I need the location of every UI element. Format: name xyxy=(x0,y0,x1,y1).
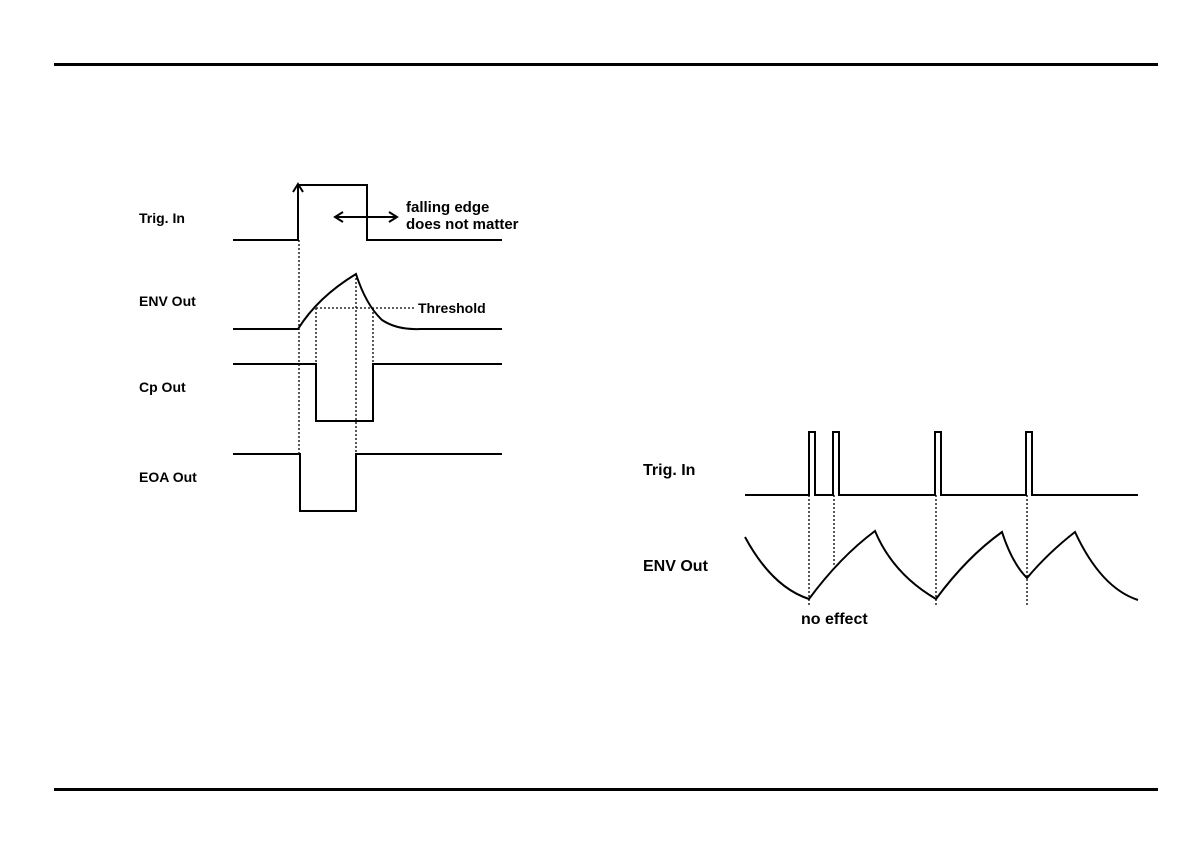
right-env-out-waveform xyxy=(745,531,1138,600)
right-trig-in-label: Trig. In xyxy=(643,463,695,479)
right-env-out-label: ENV Out xyxy=(643,559,708,575)
right-trig-in-waveform xyxy=(745,432,1138,495)
no-effect-label: no effect xyxy=(801,612,868,628)
